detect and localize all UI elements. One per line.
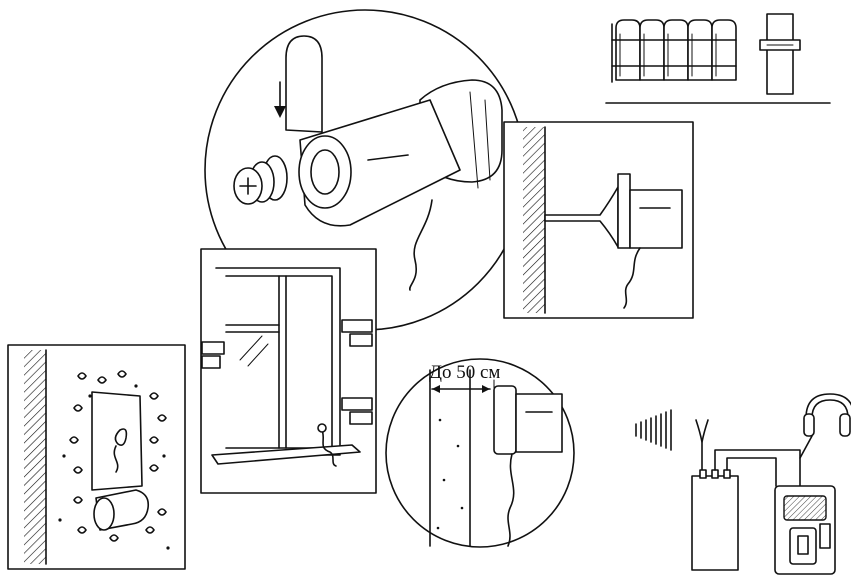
screw-plug (233, 155, 288, 205)
receiver-recorder-scene (635, 393, 851, 575)
pipe-texture (436, 418, 464, 530)
distance-label: До 50 см (429, 362, 500, 383)
wall-sensor-panel (503, 121, 694, 319)
signal-icon (635, 409, 672, 451)
plaster-texture (58, 370, 170, 550)
tape-recorder (774, 485, 836, 575)
vertical-pipe-with-clamp (759, 13, 801, 95)
brick-texture (201, 319, 373, 425)
wall-cavity-panel (7, 344, 186, 570)
window-panel (200, 248, 377, 494)
radiator-illustration (611, 19, 737, 83)
headphones-icon (799, 393, 851, 459)
antenna-icon (695, 419, 709, 443)
receiver-box (691, 475, 739, 571)
distance-detail-circle (385, 358, 575, 548)
